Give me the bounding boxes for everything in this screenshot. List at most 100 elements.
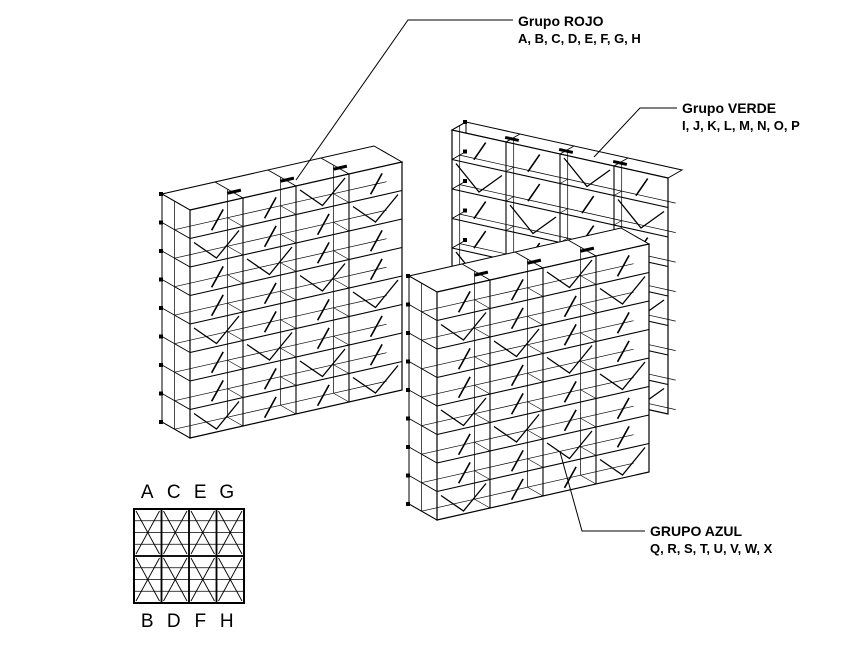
- callout-azul-title: GRUPO AZUL: [650, 523, 743, 539]
- rojo-cell-depth-line: [280, 205, 297, 215]
- key-label-bottom-1: B: [140, 611, 154, 632]
- azul-cell-back-line: [474, 344, 528, 358]
- azul-cell-back-line: [527, 474, 581, 488]
- rojo-top-divider: [214, 181, 244, 199]
- verde-connector-plate: [558, 147, 574, 154]
- verde-brace-v: [563, 157, 611, 188]
- azul-shelf-line: [436, 271, 650, 322]
- rojo-cell-depth-line: [333, 307, 350, 317]
- rojo-side-joint: [161, 222, 191, 239]
- azul-cell-back-line: [527, 360, 581, 374]
- rojo-brace-strut: [369, 315, 383, 338]
- azul-side-bolt: [406, 416, 410, 421]
- azul-brace-strut: [616, 426, 630, 448]
- key-cell-diagonal: [218, 510, 243, 555]
- leader-line-azul: [559, 451, 645, 532]
- rojo-cell-back-line: [227, 233, 281, 247]
- rojo-cell-back-line: [280, 278, 334, 292]
- azul-cell-back-line: [474, 315, 528, 329]
- azul-side-joint: [408, 503, 438, 521]
- rojo-cell-depth-line: [333, 193, 350, 203]
- azul-top-divider: [514, 251, 544, 269]
- callout-grupo-rojo: Grupo ROJO A, B, C, D, E, F, G, H: [518, 12, 641, 48]
- rojo-brace-strut: [263, 282, 277, 305]
- azul-brace-v: [440, 312, 487, 341]
- rojo-cell-back-line: [333, 209, 387, 223]
- azul-cell-back-line: [474, 372, 528, 386]
- azul-cell-depth-line: [580, 389, 597, 399]
- rojo-brace-v: [246, 332, 293, 361]
- rojo-cell-back-line: [333, 352, 387, 366]
- rojo-cell-depth-line: [333, 364, 350, 374]
- rojo-brace-strut: [263, 311, 277, 333]
- azul-brace-strut: [457, 433, 471, 456]
- rojo-side-bolt: [159, 391, 163, 396]
- key-label-top-4: G: [219, 482, 235, 503]
- azul-cell-depth-line: [474, 470, 491, 480]
- key-label-bottom-4: H: [219, 611, 234, 632]
- azul-shelf-line: [436, 442, 650, 493]
- azul-side-joint: [408, 361, 438, 378]
- rojo-cell-depth-line: [333, 278, 350, 289]
- azul-connector-plate: [473, 270, 489, 277]
- verde-cell-back-line: [459, 184, 514, 197]
- azul-side-joint: [408, 475, 438, 492]
- verde-brace-strut: [473, 230, 487, 249]
- rojo-brace-strut: [316, 327, 330, 350]
- rojo-cell-back-line: [227, 347, 281, 361]
- rojo-brace-v: [299, 263, 346, 292]
- rojo-cell-depth-line: [333, 221, 350, 232]
- verde-brace-strut: [581, 195, 595, 214]
- azul-cell-depth-line: [527, 401, 544, 411]
- rojo-side-joint: [161, 250, 191, 268]
- azul-side-joint: [408, 446, 438, 464]
- verde-cell-depth-line: [559, 178, 568, 184]
- azul-brace-v: [599, 361, 646, 391]
- key-label-top-2: C: [166, 482, 181, 503]
- azul-brace-v: [546, 430, 593, 460]
- azul-brace-strut: [510, 279, 524, 301]
- verde-cell-back-line: [459, 154, 514, 168]
- azul-shelf-line: [436, 357, 650, 407]
- key-cell-diagonal: [135, 510, 160, 555]
- azul-cell-depth-line: [474, 356, 491, 366]
- rojo-brace-strut: [316, 299, 330, 321]
- rojo-cell-depth-line: [280, 404, 297, 415]
- callout-rojo-title: Grupo ROJO: [518, 13, 604, 29]
- rojo-brace-v: [193, 401, 240, 430]
- azul-cell-back-line: [527, 275, 581, 289]
- rojo-brace-strut: [210, 294, 224, 317]
- rojo-cell-depth-line: [280, 376, 297, 386]
- azul-shelf-line: [436, 300, 650, 350]
- azul-brace-v: [440, 397, 487, 427]
- azul-cell-back-line: [421, 413, 475, 427]
- azul-shelf-line: [436, 414, 650, 464]
- key-cell-diagonal: [163, 557, 188, 602]
- azul-side-bolt: [406, 359, 410, 364]
- rojo-cell-back-line: [280, 335, 334, 349]
- rojo-brace-strut: [369, 173, 383, 195]
- azul-brace-v: [546, 259, 593, 289]
- rojo-cell-depth-line: [227, 359, 244, 370]
- azul-cell-depth-line: [580, 303, 597, 314]
- azul-brace-v: [599, 447, 646, 476]
- rojo-brace-strut: [263, 197, 277, 219]
- rojo-shelf-line: [189, 275, 403, 325]
- rojo-brace-v: [193, 315, 240, 345]
- rojo-connector-plate: [226, 188, 242, 195]
- azul-brace-v: [493, 328, 540, 358]
- leader-line-rojo: [295, 19, 513, 181]
- verde-brace-strut: [635, 178, 649, 197]
- azul-cell-back-line: [580, 377, 634, 391]
- azul-cell-depth-line: [474, 327, 491, 338]
- rojo-cell-back-line: [280, 364, 334, 378]
- azul-cell-depth-line: [527, 458, 544, 468]
- rojo-cell-back-line: [174, 217, 228, 231]
- azul-side-joint: [408, 304, 438, 321]
- rojo-brace-strut: [263, 396, 277, 419]
- azul-cell-depth-line: [580, 360, 597, 371]
- azul-cell-depth-line: [580, 417, 597, 428]
- rojo-shelf-line: [189, 332, 403, 382]
